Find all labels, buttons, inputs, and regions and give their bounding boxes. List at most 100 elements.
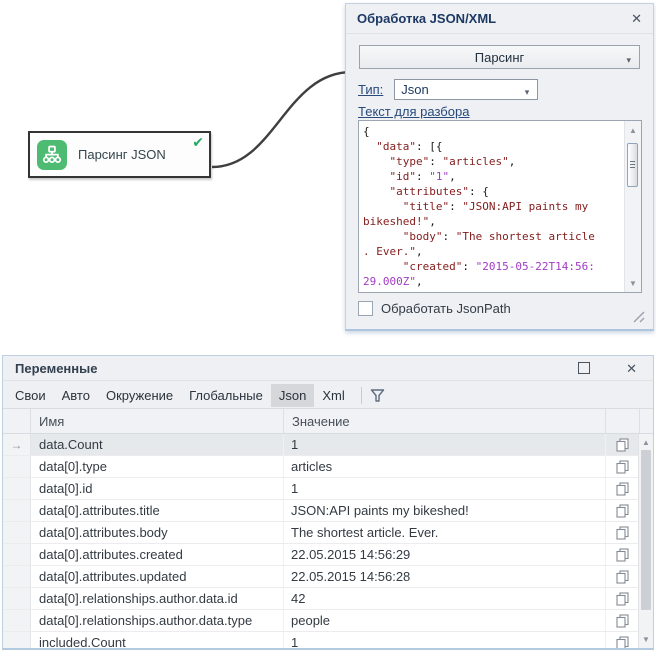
copy-icon[interactable] xyxy=(606,522,640,543)
current-row-pointer-icon: → xyxy=(3,434,31,455)
variable-name-cell[interactable]: data[0].id xyxy=(31,478,284,499)
filter-icon[interactable] xyxy=(369,387,386,404)
jsonpath-checkbox-row: Обработать JsonPath xyxy=(358,301,511,316)
variable-value-cell[interactable]: 1 xyxy=(284,632,606,648)
variable-name-cell[interactable]: data.Count xyxy=(31,434,284,455)
table-header: Имя Значение xyxy=(3,409,653,434)
variable-name-cell[interactable]: included.Count xyxy=(31,632,284,648)
copy-icon[interactable] xyxy=(606,610,640,631)
scroll-up-icon[interactable]: ▲ xyxy=(642,438,650,447)
variable-value-cell[interactable]: The shortest article. Ever. xyxy=(284,522,606,543)
variables-panel: Переменные ✕ Свои Авто Окружение Глобальные… xyxy=(2,355,654,650)
node-label: Парсинг JSON xyxy=(78,147,166,162)
variable-value-cell[interactable]: 1 xyxy=(284,434,606,455)
tab-окружение[interactable]: Окружение xyxy=(105,387,174,403)
sitemap-icon xyxy=(37,139,67,170)
variables-tabs: Свои Авто Окружение Глобальные Json Xml xyxy=(3,381,653,409)
variable-value-cell[interactable]: people xyxy=(284,610,606,631)
column-header-copy xyxy=(606,409,640,433)
tab-json[interactable]: Json xyxy=(270,383,315,407)
copy-icon[interactable] xyxy=(606,500,640,521)
variable-name-cell[interactable]: data[0].attributes.created xyxy=(31,544,284,565)
table-scroll-thumb[interactable] xyxy=(641,450,651,610)
variable-value-cell[interactable]: articles xyxy=(284,456,606,477)
chevron-down-icon: ▾ xyxy=(524,86,530,97)
close-icon[interactable]: ✕ xyxy=(626,360,637,376)
scroll-up-icon[interactable]: ▲ xyxy=(629,125,637,135)
parse-text-label[interactable]: Текст для разбора xyxy=(358,104,470,119)
maximize-icon[interactable] xyxy=(578,362,591,374)
variable-name-cell[interactable]: data[0].relationships.author.data.type xyxy=(31,610,284,631)
tab-свои[interactable]: Свои xyxy=(15,387,46,403)
json-xml-processing-panel: Обработка JSON/XML ✕ Парсинг ▾ Тип: Json… xyxy=(345,3,654,331)
success-check-icon: ✔ xyxy=(192,134,204,150)
column-header-value[interactable]: Значение xyxy=(284,409,606,433)
variable-value-cell[interactable]: 22.05.2015 14:56:28 xyxy=(284,566,606,587)
panel-title: Обработка JSON/XML xyxy=(357,11,497,26)
row-indicator-cell xyxy=(3,610,31,631)
table-scrollbar[interactable]: ▲ ▼ xyxy=(638,434,653,648)
column-header-name[interactable]: Имя xyxy=(31,409,284,433)
copy-icon[interactable] xyxy=(606,588,640,609)
row-indicator-cell xyxy=(3,566,31,587)
copy-icon[interactable] xyxy=(606,456,640,477)
jsonpath-checkbox-label: Обработать JsonPath xyxy=(381,301,511,316)
row-indicator-cell xyxy=(3,478,31,499)
mode-dropdown[interactable]: Парсинг ▾ xyxy=(359,45,640,69)
scroll-down-icon[interactable]: ▼ xyxy=(642,635,650,644)
type-dropdown[interactable]: Json ▾ xyxy=(394,78,539,100)
tab-глобальные[interactable]: Глобальные xyxy=(189,387,263,403)
copy-icon[interactable] xyxy=(606,632,640,648)
scroll-down-icon[interactable]: ▼ xyxy=(629,278,637,288)
variable-value-cell[interactable]: 22.05.2015 14:56:29 xyxy=(284,544,606,565)
editor-scrollbar[interactable]: ▲ ▼ xyxy=(624,121,641,292)
variables-title: Переменные xyxy=(15,360,98,376)
copy-icon[interactable] xyxy=(606,544,640,565)
row-indicator-column-header xyxy=(3,409,31,433)
type-row: Тип: Json ▾ xyxy=(358,78,539,100)
variable-value-cell[interactable]: 1 xyxy=(284,478,606,499)
tab-xml[interactable]: Xml xyxy=(322,387,345,403)
variable-name-cell[interactable]: data[0].attributes.updated xyxy=(31,566,284,587)
resize-grip[interactable] xyxy=(631,309,646,324)
row-indicator-cell xyxy=(3,544,31,565)
jsonpath-checkbox[interactable] xyxy=(358,301,373,316)
row-indicator-cell xyxy=(3,522,31,543)
chevron-down-icon: ▾ xyxy=(626,55,631,65)
variable-name-cell[interactable]: data[0].type xyxy=(31,456,284,477)
workflow-node-parsing-json[interactable]: Парсинг JSON ✔ xyxy=(28,131,211,178)
row-indicator-cell xyxy=(3,500,31,521)
copy-icon[interactable] xyxy=(606,566,640,587)
variable-value-cell[interactable]: JSON:API paints my bikeshed! xyxy=(284,500,606,521)
panel-header: Обработка JSON/XML ✕ xyxy=(346,4,653,34)
tabs-separator xyxy=(360,386,362,404)
row-indicator-cell xyxy=(3,632,31,648)
tab-авто[interactable]: Авто xyxy=(61,387,90,403)
variable-name-cell[interactable]: data[0].attributes.body xyxy=(31,522,284,543)
editor-scroll-thumb[interactable] xyxy=(627,143,638,187)
variable-name-cell[interactable]: data[0].attributes.title xyxy=(31,500,284,521)
copy-icon[interactable] xyxy=(606,434,640,455)
json-editor-content: { "data": [{ "type": "articles", "id": "… xyxy=(363,125,595,292)
copy-icon[interactable] xyxy=(606,478,640,499)
json-text-editor[interactable]: { "data": [{ "type": "articles", "id": "… xyxy=(358,120,642,293)
type-label[interactable]: Тип: xyxy=(358,81,384,97)
connector-wire xyxy=(211,70,353,169)
variable-value-cell[interactable]: 42 xyxy=(284,588,606,609)
close-icon[interactable]: ✕ xyxy=(631,11,642,26)
mode-dropdown-value: Парсинг xyxy=(474,49,525,65)
type-dropdown-value: Json xyxy=(401,81,429,97)
variable-name-cell[interactable]: data[0].relationships.author.data.id xyxy=(31,588,284,609)
